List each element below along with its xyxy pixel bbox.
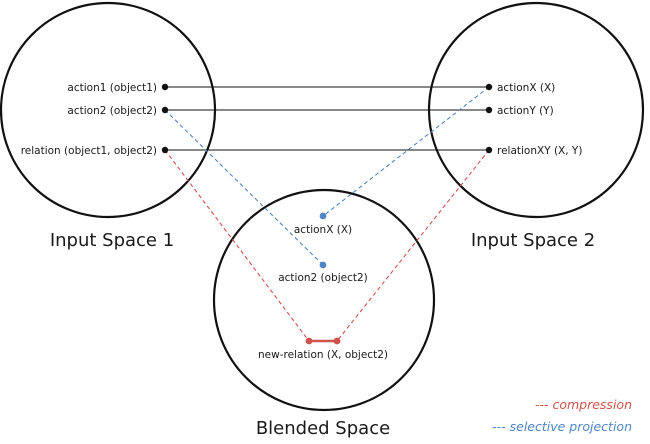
node-relation	[161, 146, 169, 154]
label-actionY: actionY (Y)	[497, 105, 554, 117]
node-blend-actionX	[319, 212, 327, 220]
label-action1: action1 (object1)	[67, 82, 157, 94]
label-blend-actionX: actionX (X)	[294, 224, 352, 236]
compression-line-relation	[164, 149, 310, 342]
node-actionY	[485, 106, 493, 114]
legend-compression: --- compression	[535, 397, 632, 412]
title-input-space-1: Input Space 1	[50, 230, 174, 251]
node-new-relation-right	[333, 337, 341, 345]
blended-space-circle	[212, 188, 436, 412]
label-new-relation: new-relation (X, object2)	[258, 349, 388, 361]
label-actionX: actionX (X)	[497, 82, 555, 94]
title-input-space-2: Input Space 2	[471, 230, 595, 251]
node-action1	[161, 83, 169, 91]
title-blended-space: Blended Space	[256, 418, 390, 439]
label-relationXY: relationXY (X, Y)	[497, 145, 582, 157]
legend-selective-projection: --- selective projection	[492, 419, 632, 434]
projection-line-action2	[164, 109, 324, 266]
node-relationXY	[485, 146, 493, 154]
label-action2: action2 (object2)	[67, 105, 157, 117]
compression-line-relationXY	[336, 149, 490, 342]
projection-line-actionX	[322, 86, 490, 217]
node-action2	[161, 106, 169, 114]
node-new-relation-left	[305, 337, 313, 345]
node-blend-action2	[319, 261, 327, 269]
label-relation: relation (object1, object2)	[21, 145, 157, 157]
node-actionX	[485, 83, 493, 91]
label-blend-action2: action2 (object2)	[278, 272, 368, 284]
